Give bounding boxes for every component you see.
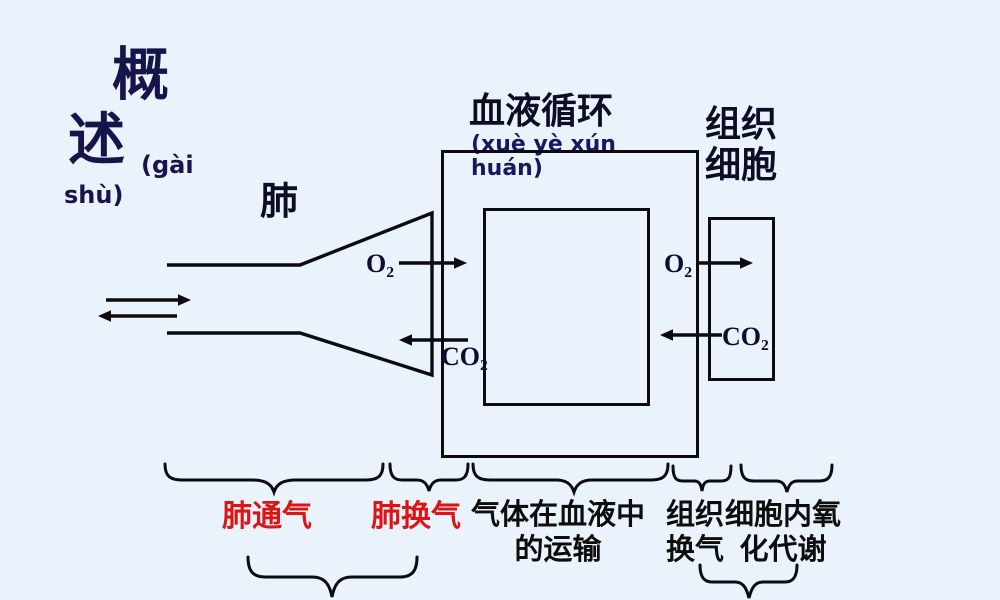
page-title-pinyin-1: (gài xyxy=(141,151,194,179)
label-cell-oxidation: 细胞内氧 化代谢 xyxy=(725,498,841,568)
brace-lung-respiration-group xyxy=(246,555,419,598)
tissue-cells-box xyxy=(708,217,775,381)
o2-arrow-blood-to-tissue xyxy=(697,257,753,269)
co2-label-tissue-side: CO₂ xyxy=(722,322,769,351)
o2-label-lung-side: O₂ xyxy=(366,249,395,278)
co2-arrow-tissue-to-blood xyxy=(660,329,722,341)
brace-lung-ventilation xyxy=(163,462,385,497)
page-title-pinyin-2: shù) xyxy=(64,181,124,209)
brace-internal-respiration-group xyxy=(698,563,799,599)
label-cell-oxidation-line2: 化代谢 xyxy=(739,534,827,566)
brace-lung-gas-exchange xyxy=(388,462,470,492)
label-lung-ventilation: 肺通气 xyxy=(222,500,312,533)
lung-funnel-outline xyxy=(167,210,434,378)
label-tissue-exchange-line1: 组织 xyxy=(665,499,725,531)
o2-label-tissue-side: O₂ xyxy=(664,249,693,278)
label-cell-oxidation-line1: 细胞内氧 xyxy=(724,499,842,531)
inhale-arrow xyxy=(106,294,191,306)
co2-arrow-blood-to-lung xyxy=(399,334,468,346)
tissue-cells-label-line2: 细胞 xyxy=(705,145,778,185)
page-title-char-1: 概 xyxy=(112,42,169,108)
label-tissue-exchange: 组织 换气 xyxy=(666,498,724,568)
blood-circulation-pinyin-2: huán) xyxy=(471,156,543,181)
blood-circulation-box xyxy=(441,150,699,458)
label-gas-transport-line1: 气体在血液中 xyxy=(470,499,646,531)
label-tissue-exchange-line2: 换气 xyxy=(665,534,725,566)
page-title-char-2: 述 xyxy=(68,107,125,173)
label-lung-gas-exchange: 肺换气 xyxy=(371,500,461,533)
co2-label-lung-side: CO₂ xyxy=(441,342,488,371)
o2-arrow-lung-to-blood xyxy=(399,257,467,269)
tissue-cells-label-line1: 组织 xyxy=(705,104,778,144)
label-gas-transport-line2: 的运输 xyxy=(514,534,602,566)
exhale-arrow xyxy=(98,310,177,322)
brace-cell-oxidation xyxy=(739,463,834,493)
blood-inner-box xyxy=(483,208,650,406)
brace-tissue-exchange xyxy=(671,464,733,492)
label-gas-transport: 气体在血液中 的运输 xyxy=(471,498,645,568)
lung-label: 肺 xyxy=(260,181,299,223)
blood-circulation-label: 血液循环 xyxy=(469,91,614,131)
brace-gas-transport xyxy=(471,462,670,497)
